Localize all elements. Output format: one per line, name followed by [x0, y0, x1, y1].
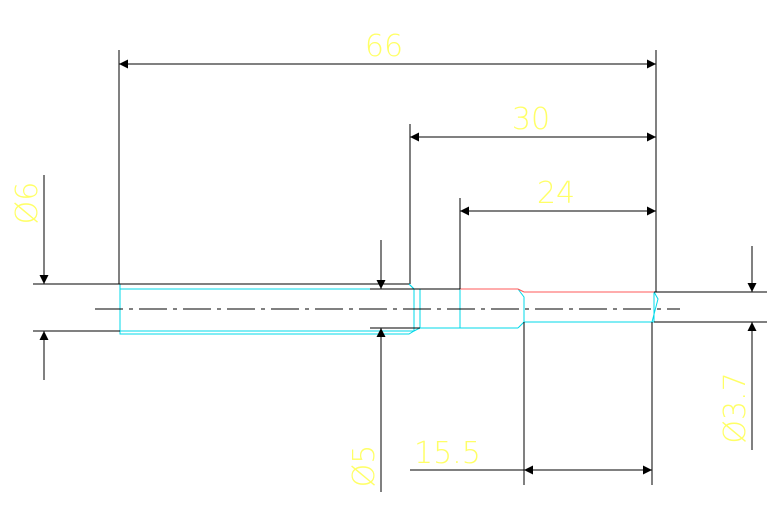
dim-text-d5: Ø5	[347, 445, 382, 488]
dim-text-d37: Ø3.7	[718, 372, 753, 443]
shaft-tip	[651, 291, 659, 323]
dim-text-66: 66	[365, 29, 403, 64]
dim-text-30: 30	[512, 102, 550, 137]
dimension-texts: 66 30 24 15.5 Ø6 Ø5 Ø3.7	[10, 29, 753, 487]
dimensions	[39, 50, 757, 492]
dim-text-d6: Ø6	[10, 182, 45, 225]
red-step	[517, 288, 525, 293]
red-edges	[460, 288, 654, 293]
dim-text-15-5: 15.5	[414, 436, 481, 471]
dim-text-24: 24	[537, 176, 575, 211]
outline-dark	[33, 283, 767, 332]
shaft-small-step	[517, 288, 525, 329]
